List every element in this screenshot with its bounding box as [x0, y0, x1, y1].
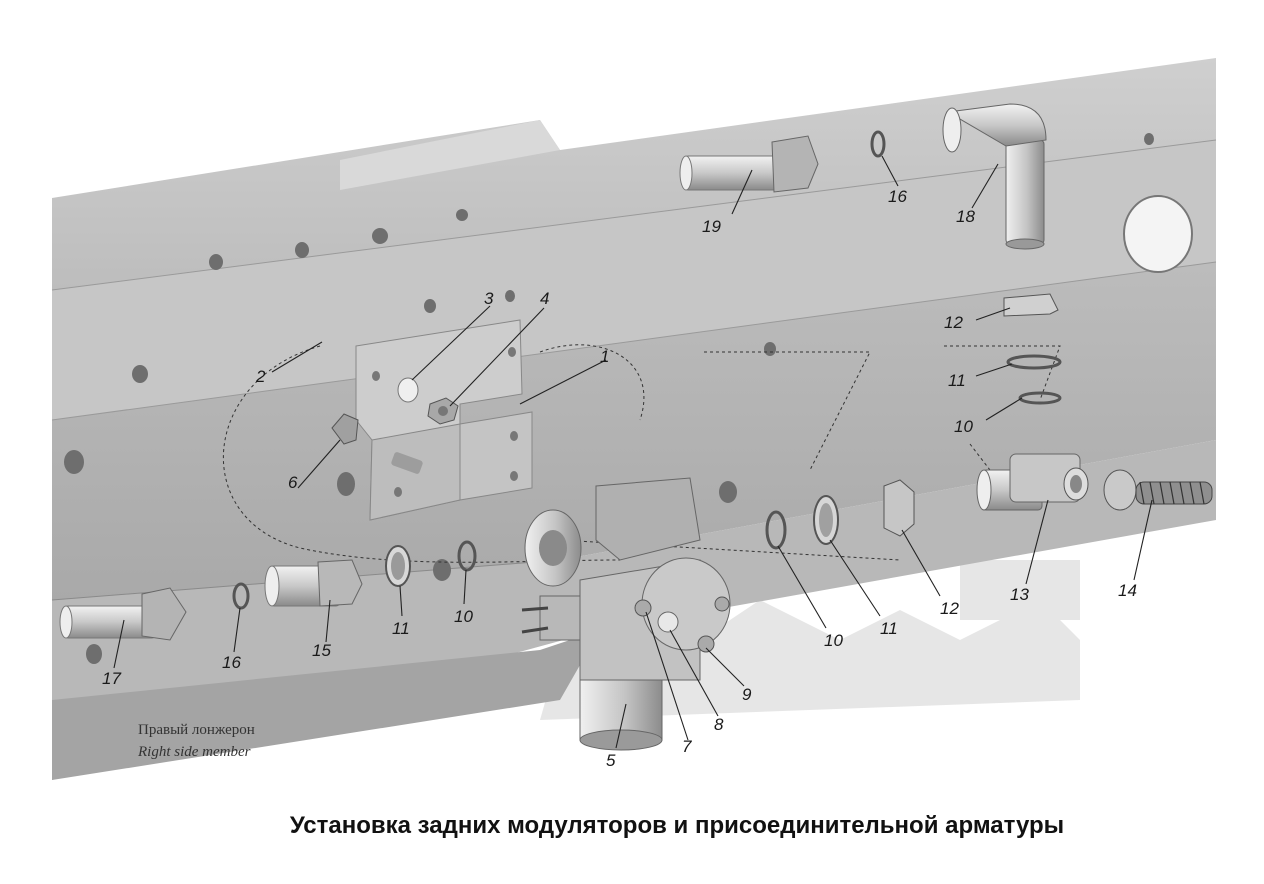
callout-16-left: 16: [222, 653, 241, 672]
callout-11-left: 11: [392, 619, 410, 638]
callout-labels: 1 2 3 4 5 6 7 8 9 10 10 10 11 11 11 12 1…: [102, 187, 1137, 770]
callout-18: 18: [956, 207, 975, 226]
callout-13: 13: [1010, 585, 1029, 604]
callout-1: 1: [600, 347, 609, 366]
callout-16-top: 16: [888, 187, 907, 206]
callout-19: 19: [702, 217, 721, 236]
callout-10-upper: 10: [954, 417, 973, 436]
frame-holes: [64, 133, 1193, 664]
callout-9: 9: [742, 685, 752, 704]
member-label-en: Right side member: [138, 744, 251, 760]
leader-lines: [113, 155, 1153, 749]
callout-6: 6: [288, 473, 298, 492]
callout-11-upper: 11: [948, 371, 966, 390]
callout-15: 15: [312, 641, 331, 660]
callout-3: 3: [484, 289, 494, 308]
modulator-valve: [521, 477, 731, 751]
member-label-ru: Правый лонжерон: [138, 722, 255, 738]
callout-10-left: 10: [454, 607, 473, 626]
callout-7: 7: [682, 737, 692, 756]
callout-8: 8: [714, 715, 724, 734]
callout-12-upper: 12: [944, 313, 963, 332]
callout-2: 2: [255, 367, 266, 386]
watermark-logo: [540, 235, 1190, 720]
mounting-bracket: [331, 319, 533, 521]
callout-14: 14: [1118, 581, 1137, 600]
callout-17: 17: [102, 669, 121, 688]
callout-12-right: 12: [940, 599, 959, 618]
figure-caption: Установка задних модуляторов и присоедин…: [289, 812, 1065, 839]
fitting-parts: [59, 103, 1213, 641]
callout-4: 4: [540, 289, 549, 308]
callout-10-right: 10: [824, 631, 843, 650]
callout-5: 5: [606, 751, 616, 770]
callout-11-right: 11: [880, 619, 898, 638]
